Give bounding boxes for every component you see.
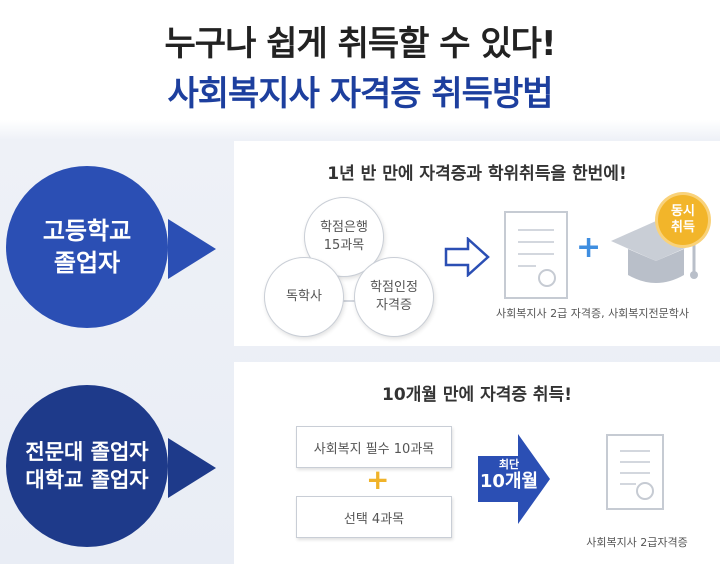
plus-icon: +: [366, 463, 390, 496]
credit-certificate-bubble: 학점인정 자격증: [354, 257, 434, 337]
pointer-arrow-icon: [168, 219, 216, 279]
plus-icon: +: [576, 230, 602, 265]
circle1-line2: 졸업자: [53, 249, 121, 277]
bubble-right-line1: 학점인정: [370, 280, 418, 296]
shortest-arrow-icon: [478, 434, 550, 524]
circle2-line2: 대학교 졸업자: [25, 468, 149, 492]
arrow-large-text: 10개월: [479, 471, 539, 493]
section1-title: 1년 반 만에 자격증과 학위취득을 한번에!: [327, 164, 627, 184]
circle1-line1: 고등학교: [42, 216, 132, 245]
arrow-small-text: 최단: [498, 458, 520, 471]
circle2-line1: 전문대 졸업자: [25, 439, 149, 464]
section2-panel: 10개월 만에 자격증 취득! 사회복지 필수 10과목 + 선택 4과목 최단…: [234, 362, 720, 564]
section1-panel: 1년 반 만에 자격증과 학위취득을 한번에! 학점은행 15과목 독학사 학점…: [234, 141, 720, 346]
self-study-bubble: 독학사: [264, 257, 344, 337]
section2-title: 10개월 만에 자격증 취득!: [382, 385, 572, 405]
college-graduate-circle: 전문대 졸업자 대학교 졸업자: [6, 385, 168, 547]
bubble-top-line2: 15과목: [323, 238, 365, 253]
section2-caption: 사회복지사 2급자격증: [586, 536, 688, 549]
bubble-top-line1: 학점은행: [320, 220, 368, 236]
required-courses-box: 사회복지 필수 10과목: [296, 426, 452, 468]
bubble-left-text: 독학사: [286, 289, 322, 305]
elective-courses-box: 선택 4과목: [296, 496, 452, 538]
bubble-right-line2: 자격증: [376, 298, 412, 313]
section1-caption: 사회복지사 2급 자격증, 사회복지전문학사: [496, 307, 690, 320]
certificate-icon: [606, 434, 664, 510]
pointer-arrow-icon: [168, 438, 216, 498]
simultaneous-badge: 동시 취득: [658, 195, 708, 245]
badge-line2: 취득: [671, 220, 695, 235]
high-school-graduate-circle: 고등학교 졸업자: [6, 166, 168, 328]
headline-secondary: 사회복지사 자격증 취득방법: [167, 74, 553, 114]
headline-primary: 누구나 쉽게 취득할 수 있다!: [164, 24, 557, 64]
badge-line1: 동시: [671, 203, 695, 219]
outline-arrow-icon: [444, 237, 490, 277]
shortest-arrow-text: 최단 10개월: [478, 458, 540, 493]
certificate-icon: [504, 211, 568, 299]
